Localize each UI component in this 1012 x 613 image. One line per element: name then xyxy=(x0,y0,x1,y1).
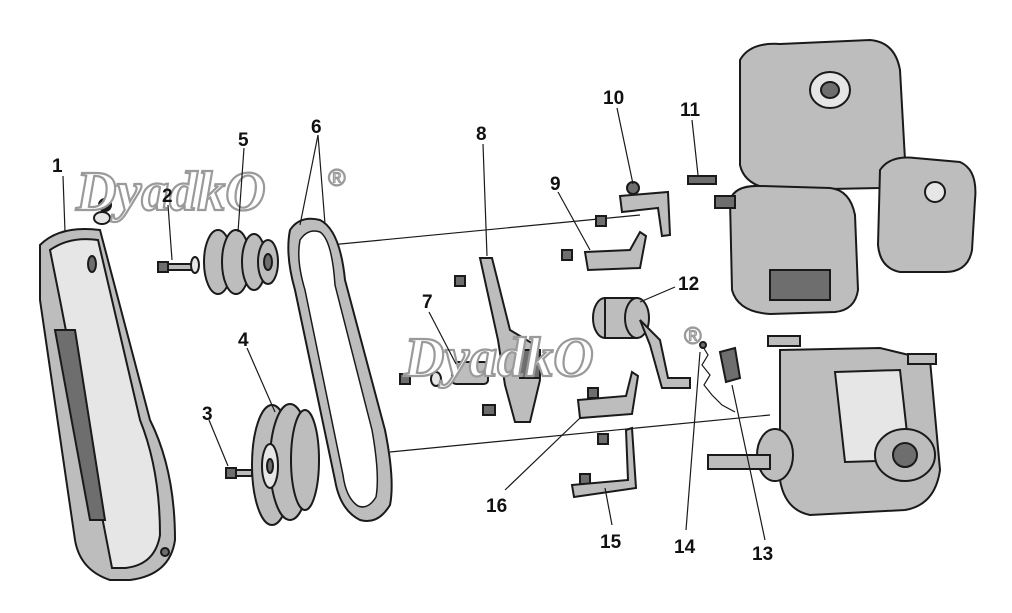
svg-text:®: ® xyxy=(684,323,702,350)
part-13-pad xyxy=(718,346,742,384)
callout-13: 13 xyxy=(752,544,773,565)
callout-10: 10 xyxy=(603,88,624,109)
callout-6: 6 xyxy=(311,117,322,138)
part-9-bracket xyxy=(561,215,648,272)
part-1-belt-cover xyxy=(39,198,177,581)
callout-5: 5 xyxy=(238,130,249,151)
callout-14: 14 xyxy=(674,537,696,558)
engine-grille xyxy=(769,269,831,301)
callout-15: 15 xyxy=(600,532,622,553)
part-11-pin xyxy=(687,175,717,185)
leader-lines xyxy=(62,107,766,541)
part-15-bracket xyxy=(570,426,638,499)
part-3-bolt xyxy=(225,467,253,479)
svg-text:DyadkO: DyadkO xyxy=(75,161,266,223)
engine-assembly xyxy=(707,38,977,517)
svg-text:DyadkO: DyadkO xyxy=(403,327,594,389)
callout-9: 9 xyxy=(550,174,561,195)
watermark-middle: DyadkO ® xyxy=(402,322,703,390)
callout-labels: 1 2 3 4 5 6 7 8 9 10 11 12 13 14 15 16 xyxy=(52,88,773,565)
watermark-upper: DyadkO ® xyxy=(74,160,347,224)
callout-4: 4 xyxy=(238,330,249,351)
callout-7: 7 xyxy=(422,292,433,313)
part-12-cable-guide xyxy=(592,297,691,389)
callout-2: 2 xyxy=(162,186,173,207)
svg-text:®: ® xyxy=(328,165,346,192)
part-14-spring xyxy=(699,341,736,413)
callout-3: 3 xyxy=(202,404,213,425)
part-2-bolt xyxy=(157,261,193,273)
part-7-tensioner-roller xyxy=(399,361,489,387)
callout-16: 16 xyxy=(486,496,507,517)
callout-12: 12 xyxy=(678,274,699,295)
part-10-bracket xyxy=(618,181,672,238)
callout-8: 8 xyxy=(476,124,487,145)
part-8-tension-lever xyxy=(454,257,542,423)
part-6-drive-belt xyxy=(287,217,393,522)
callout-11: 11 xyxy=(680,100,701,121)
part-5-upper-pulley xyxy=(190,229,279,295)
part-4-lower-pulley xyxy=(251,403,320,526)
callout-1: 1 xyxy=(52,156,63,177)
